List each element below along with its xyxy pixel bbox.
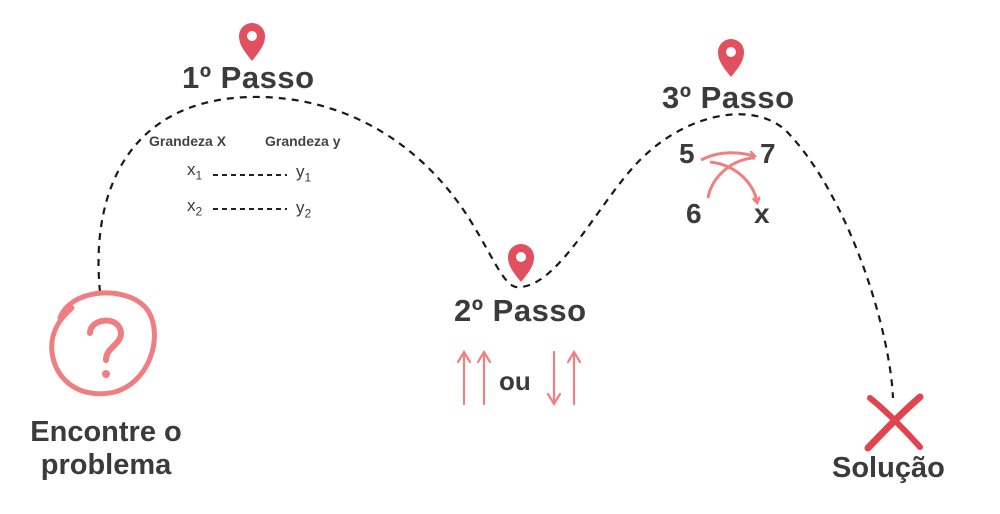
curved-arrow-icon <box>709 160 757 202</box>
question-mark-icon <box>49 290 157 397</box>
cross-value-a: 5 <box>679 138 695 169</box>
journey-path <box>97 95 895 399</box>
curved-arrow-icon <box>706 156 756 199</box>
location-pin-icon <box>239 23 265 61</box>
location-pin-icon <box>508 244 534 282</box>
step-2-label: 2º Passo <box>454 293 587 328</box>
start-label: Encontre o problema <box>20 416 192 482</box>
location-pin-icon <box>718 39 744 77</box>
cross-value-c: 6 <box>686 198 702 229</box>
arrow-down-icon <box>546 350 562 407</box>
cross-value-d: x <box>754 198 770 229</box>
or-label: ou <box>499 366 531 396</box>
step-1-label: 1º Passo <box>182 60 315 95</box>
x-mark-icon <box>864 393 924 452</box>
column-x-header: Grandeza X <box>149 133 227 149</box>
start-label-line1: Encontre o <box>30 416 182 448</box>
arrow-up-icon <box>566 349 582 406</box>
step-3-label: 3º Passo <box>662 80 795 115</box>
value-y2: y2 <box>296 198 312 221</box>
value-y1: y1 <box>296 162 312 185</box>
column-y-header: Grandeza y <box>265 133 341 149</box>
solution-label: Solução <box>832 452 945 484</box>
cross-value-b: 7 <box>760 138 776 169</box>
arrow-up-icon <box>456 349 472 406</box>
start-label-line2: problema <box>40 449 172 481</box>
curved-arrow-icon <box>700 153 754 162</box>
value-x1: x1 <box>187 160 203 183</box>
value-x2: x2 <box>187 196 203 219</box>
arrow-up-icon <box>476 349 492 406</box>
